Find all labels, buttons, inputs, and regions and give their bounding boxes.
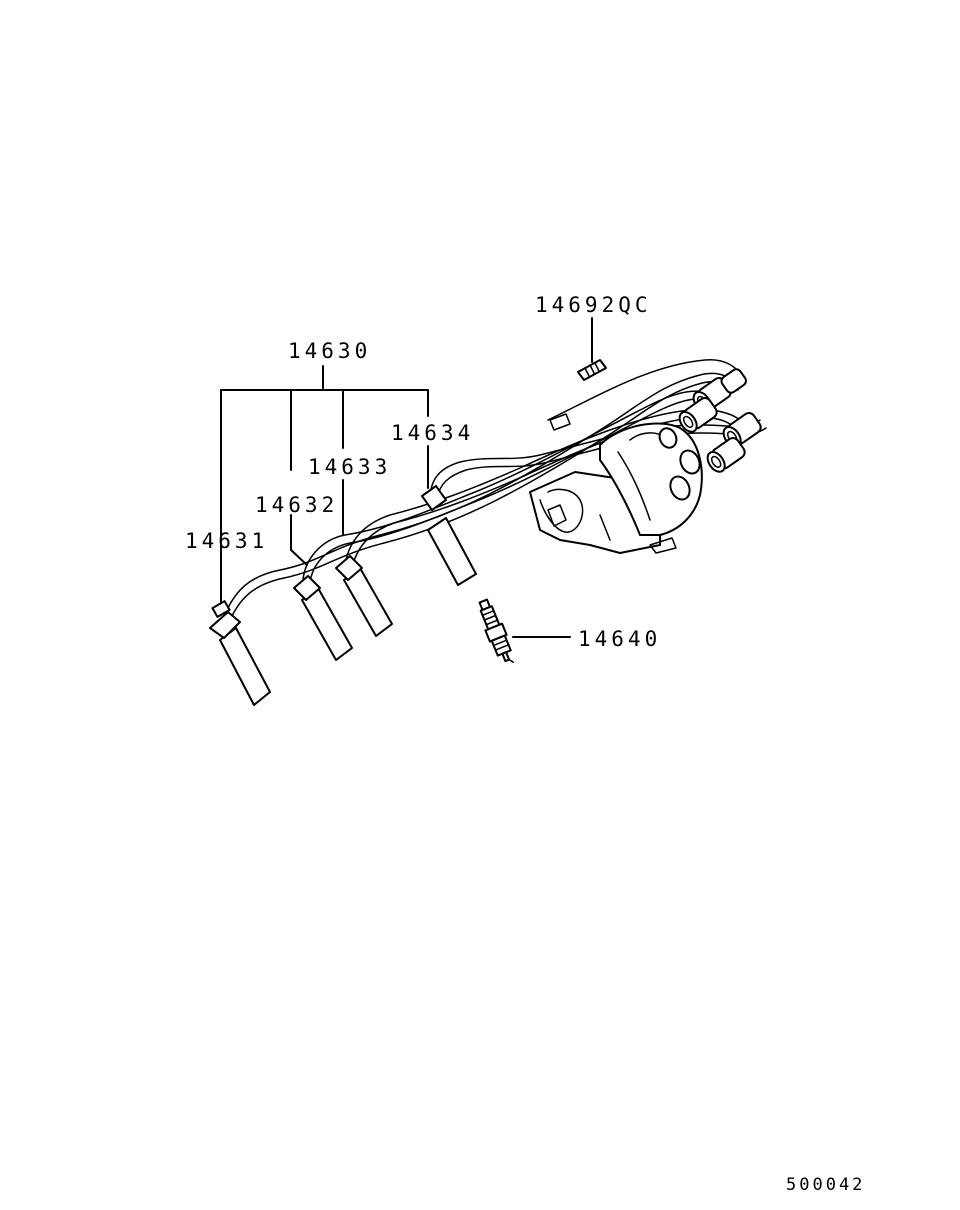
ignition-wires (225, 359, 767, 617)
plug-boots (209, 485, 477, 706)
label-cable-1: 14631 (185, 529, 268, 553)
distributor (529, 413, 703, 554)
boot-14633 (335, 555, 393, 637)
label-clip: 14692QC (535, 293, 652, 317)
boot-14634 (421, 485, 477, 586)
wire-clip (577, 359, 607, 381)
label-cable-4: 14634 (391, 421, 474, 445)
boot-14631 (209, 600, 271, 706)
diagram-code: 500042 (786, 1175, 865, 1195)
wire-terminals (678, 368, 762, 473)
leader-lines (220, 317, 593, 638)
label-cable-3: 14633 (308, 455, 391, 479)
label-spark-plug: 14640 (578, 627, 661, 651)
boot-14632 (293, 575, 353, 661)
label-cable-2: 14632 (255, 493, 338, 517)
spark-plug (478, 598, 515, 663)
label-wire-set: 14630 (288, 339, 371, 363)
